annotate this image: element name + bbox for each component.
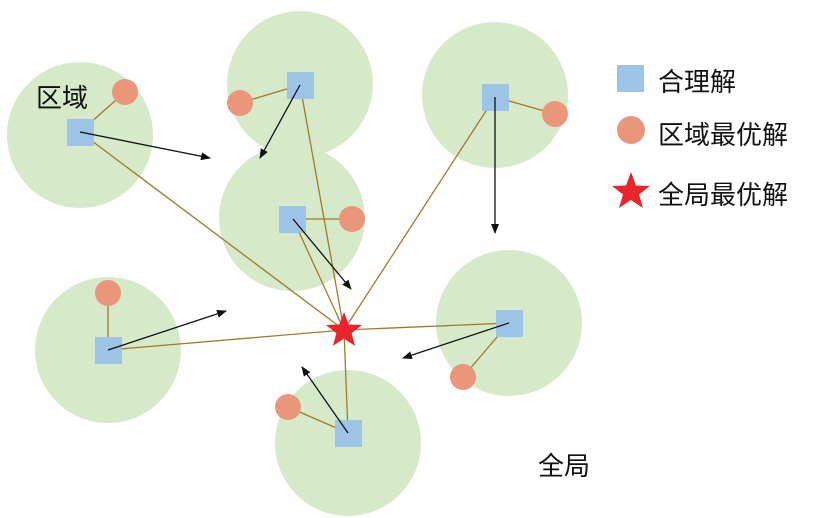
local-optimum-dot <box>275 394 301 420</box>
local-optimum-dot <box>542 101 568 127</box>
legend-feasible-label: 合理解 <box>658 68 737 98</box>
legend-global-optimum-label: 全局最优解 <box>658 181 789 211</box>
local-optimum-dot <box>339 206 365 232</box>
search-arrows <box>79 84 510 434</box>
local-optimum-dot <box>227 90 253 116</box>
feasible-square <box>335 420 362 447</box>
legend-circle-icon <box>617 116 645 144</box>
global-optimum-star <box>326 312 362 346</box>
local-optimum-dot <box>450 364 476 390</box>
local-optima <box>95 79 568 420</box>
local-optimum-dot <box>95 280 121 306</box>
legend-star-icon <box>612 172 650 208</box>
global-label: 全局 <box>538 452 591 482</box>
region-label: 区域 <box>36 84 89 114</box>
legend-icons <box>612 65 650 208</box>
feasible-square <box>496 310 523 337</box>
local-optimum-dot <box>112 79 138 105</box>
legend-square-icon <box>617 65 644 92</box>
legend-local-optimum-label: 区域最优解 <box>658 121 789 151</box>
feasible-square <box>287 72 314 99</box>
